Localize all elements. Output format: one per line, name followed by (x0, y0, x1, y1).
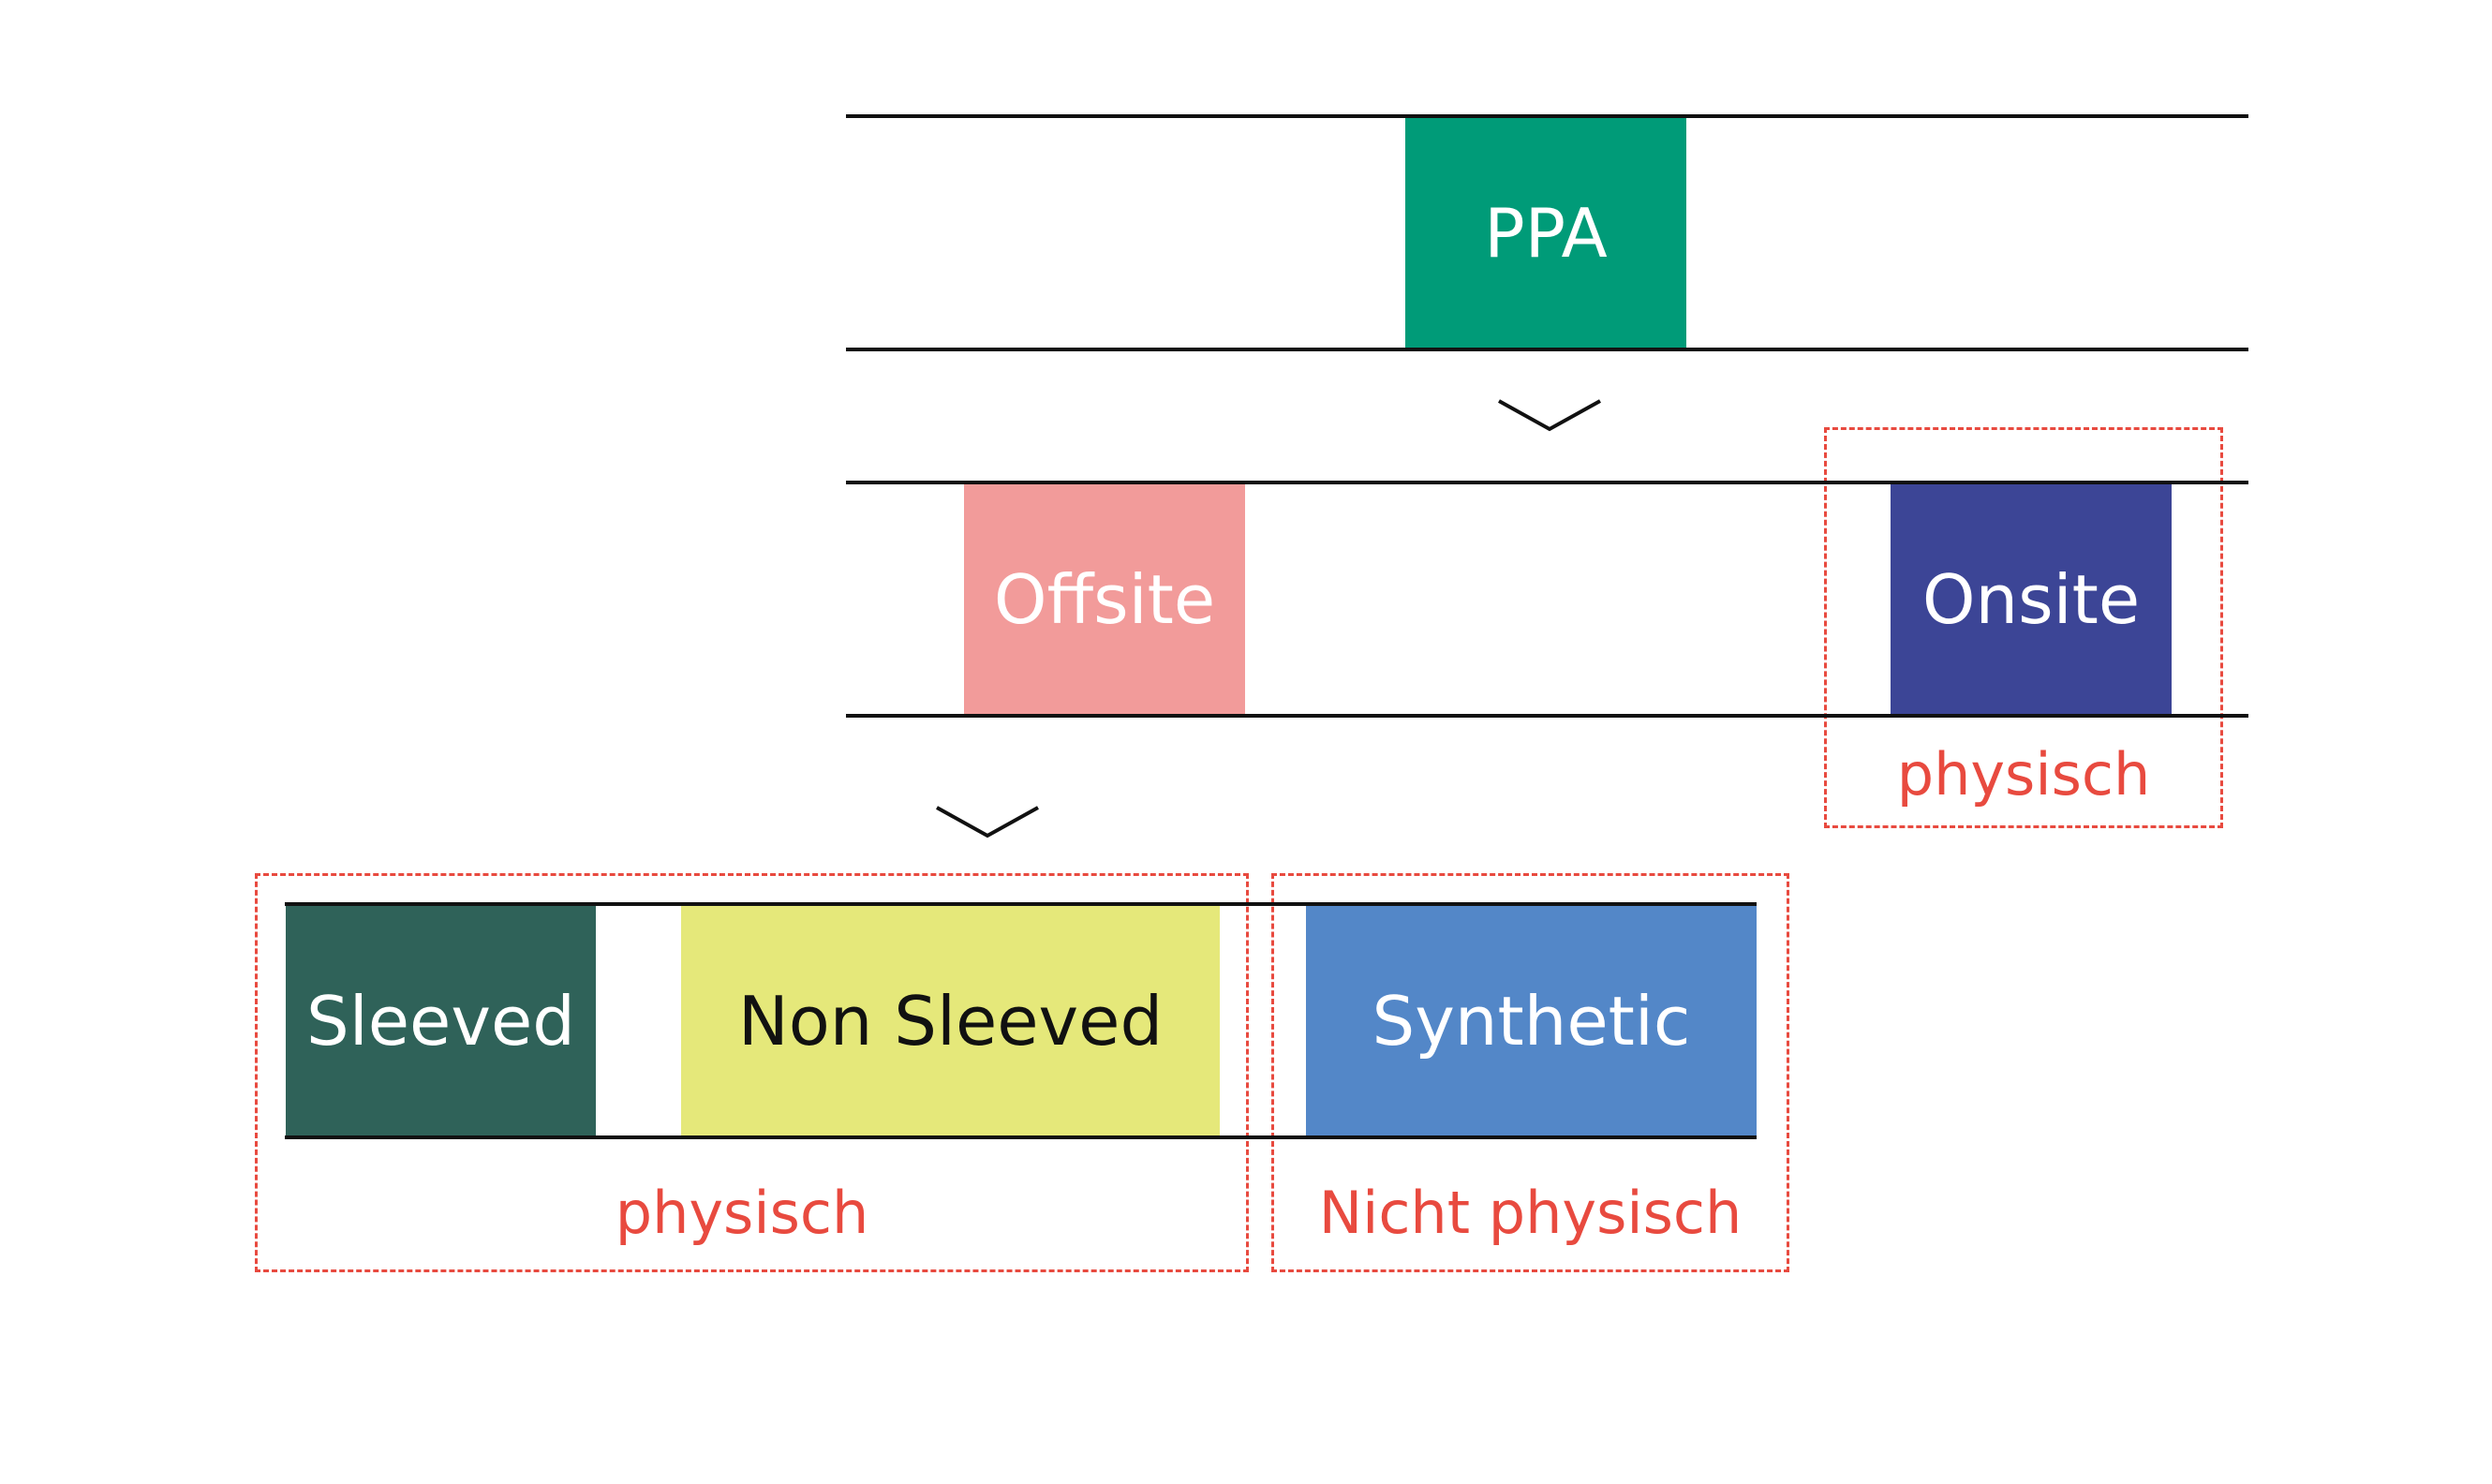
non-physical-group-label: Nicht physisch (1318, 1179, 1743, 1247)
level2-top-line (846, 481, 2248, 484)
sleeved-box: Sleeved (286, 906, 596, 1136)
non-sleeved-box: Non Sleeved (681, 906, 1220, 1136)
offsite-box: Offsite (964, 484, 1245, 714)
level3-top-line (285, 902, 1757, 906)
onsite-box: Onsite (1891, 484, 2172, 714)
physical-group-label: physisch (615, 1179, 869, 1247)
ppa-box: PPA (1405, 118, 1686, 349)
level1-bottom-line (846, 348, 2248, 351)
synthetic-box: Synthetic (1306, 906, 1757, 1136)
level1-top-line (846, 114, 2248, 118)
onsite-group-label: physisch (1896, 740, 2151, 809)
non-physical-group-outline (1271, 873, 1789, 1272)
onsite-group-outline (1824, 427, 2223, 828)
level3-bottom-line (285, 1135, 1757, 1139)
level2-bottom-line (846, 714, 2248, 718)
physical-group-outline (255, 873, 1249, 1272)
chevron-down-icon (1498, 399, 1601, 432)
chevron-down-icon (936, 806, 1039, 838)
